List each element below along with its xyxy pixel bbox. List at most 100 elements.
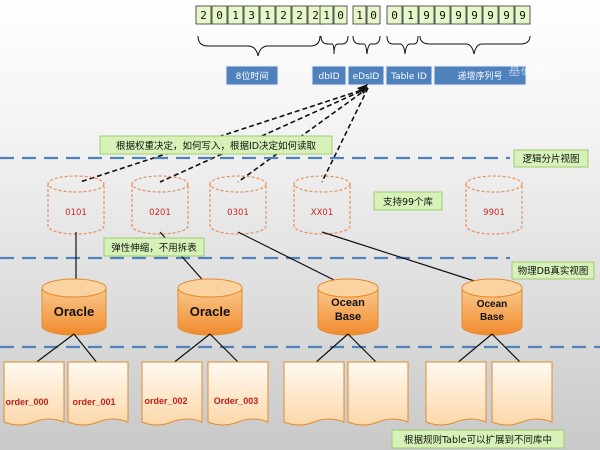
svg-text:2: 2 xyxy=(296,9,303,22)
digit-cell: 3 xyxy=(243,5,260,25)
logical-shard: 9901 xyxy=(465,175,523,235)
seq-digits: 9 9 9 9 9 9 9 xyxy=(418,5,531,25)
svg-text:9: 9 xyxy=(439,9,446,22)
svg-text:3: 3 xyxy=(248,9,255,22)
svg-text:2: 2 xyxy=(280,9,287,22)
eds-digits: 1 0 xyxy=(352,5,381,25)
table-doc xyxy=(425,361,487,426)
table-segment-label: Table ID xyxy=(385,65,433,86)
routing-arrow xyxy=(237,87,369,183)
digit-cell: 2 xyxy=(195,5,212,25)
svg-text:支持99个库: 支持99个库 xyxy=(383,196,434,208)
table-doc xyxy=(283,361,345,426)
eds-brace xyxy=(352,35,381,55)
svg-text:9: 9 xyxy=(487,9,494,22)
svg-text:2: 2 xyxy=(200,9,207,22)
digit-cell: 9 xyxy=(450,5,467,25)
digit-cell: 9 xyxy=(434,5,451,25)
svg-text:XX01: XX01 xyxy=(311,208,333,218)
svg-text:0: 0 xyxy=(391,9,398,22)
svg-text:递增序列号: 递增序列号 xyxy=(457,70,502,82)
elastic-callout: 弹性伸缩，不用拆表 xyxy=(103,237,205,257)
svg-text:Order_003: Order_003 xyxy=(214,396,259,406)
svg-text:9901: 9901 xyxy=(483,208,505,218)
svg-text:1: 1 xyxy=(356,9,363,22)
svg-text:eDsID: eDsID xyxy=(353,72,380,82)
digit-cell: 9 xyxy=(498,5,515,25)
time-segment-label: 8位时间 xyxy=(225,65,279,86)
digit-cell: 1 xyxy=(227,5,244,25)
svg-text:逻辑分片视图: 逻辑分片视图 xyxy=(522,153,579,165)
digit-cell: 2 xyxy=(291,5,308,25)
digit-cell: 0 xyxy=(386,5,403,25)
svg-text:Oracle: Oracle xyxy=(190,304,230,319)
svg-text:Ocean: Ocean xyxy=(331,297,365,309)
svg-text:Base: Base xyxy=(335,311,361,323)
svg-text:0101: 0101 xyxy=(65,208,87,218)
table-expand-callout: 根据规则Table可以扩展到不同库中 xyxy=(391,429,565,449)
digit-cell: 1 xyxy=(402,5,419,25)
seq-segment-label: 递增序列号 xyxy=(433,65,527,86)
svg-text:物理DB真实视图: 物理DB真实视图 xyxy=(518,265,589,277)
svg-text:9: 9 xyxy=(471,9,478,22)
table-doc: Order_003 xyxy=(207,361,269,426)
db-digits: 1 0 xyxy=(319,5,348,25)
logical-shard: 0101 xyxy=(47,175,105,235)
table-digits: 0 1 xyxy=(386,5,419,25)
svg-text:9: 9 xyxy=(423,9,430,22)
digit-cell: 9 xyxy=(482,5,499,25)
svg-text:9: 9 xyxy=(503,9,510,22)
logical-shard: 0201 xyxy=(131,175,189,235)
routing-arrow xyxy=(159,87,369,183)
svg-text:根据规则Table可以扩展到不同库中: 根据规则Table可以扩展到不同库中 xyxy=(404,434,552,446)
svg-text:0: 0 xyxy=(370,9,377,22)
svg-text:1: 1 xyxy=(232,9,239,22)
svg-text:8位时间: 8位时间 xyxy=(236,70,269,82)
logical-view-label: 逻辑分片视图 xyxy=(513,149,589,168)
logical-shard: 0301 xyxy=(209,175,267,235)
routing-arrows xyxy=(79,84,369,183)
table-doc: order_001 xyxy=(67,361,129,426)
db-segment-label: dbID xyxy=(311,65,347,86)
svg-text:1: 1 xyxy=(407,9,414,22)
db-table-links xyxy=(33,333,523,365)
watermark-text: 基础系列 xyxy=(508,64,560,79)
digit-cell: 0 xyxy=(333,5,348,25)
digit-cell: 1 xyxy=(319,5,334,25)
db-brace xyxy=(320,35,349,55)
svg-text:Base: Base xyxy=(480,312,504,323)
digit-cell: 1 xyxy=(352,5,367,25)
svg-text:Oracle: Oracle xyxy=(54,304,94,319)
physical-db: Ocean Base xyxy=(317,278,379,336)
svg-text:0: 0 xyxy=(216,9,223,22)
digit-cell: 2 xyxy=(275,5,292,25)
digit-cell: 0 xyxy=(366,5,381,25)
arrowhead-icon xyxy=(357,84,368,94)
digit-cell: 1 xyxy=(259,5,276,25)
table-brace xyxy=(386,35,419,55)
logical-shard: XX01 xyxy=(293,175,351,235)
svg-text:9: 9 xyxy=(455,9,462,22)
svg-text:1: 1 xyxy=(323,9,330,22)
svg-text:0301: 0301 xyxy=(227,208,249,218)
svg-text:0201: 0201 xyxy=(149,208,171,218)
physical-db: Oracle xyxy=(177,278,243,336)
support-callout: 支持99个库 xyxy=(373,191,443,211)
digit-cell: 9 xyxy=(514,5,531,25)
svg-text:1: 1 xyxy=(264,9,271,22)
time-digits: 2 0 1 3 1 2 2 2 xyxy=(195,5,324,25)
svg-text:Ocean: Ocean xyxy=(477,299,508,310)
physical-view-label: 物理DB真实视图 xyxy=(511,261,595,280)
routing-callout: 根据权重决定，如何写入，根据ID决定如何读取 xyxy=(99,135,333,155)
seq-brace xyxy=(419,35,531,55)
table-doc: order_002 xyxy=(141,361,203,426)
routing-arrow xyxy=(321,87,369,183)
svg-text:dbID: dbID xyxy=(318,72,339,82)
svg-text:order_000: order_000 xyxy=(5,397,48,407)
digit-cell: 0 xyxy=(211,5,228,25)
routing-arrow xyxy=(79,87,369,183)
physical-db: Oracle xyxy=(41,278,107,336)
svg-text:2: 2 xyxy=(312,9,319,22)
